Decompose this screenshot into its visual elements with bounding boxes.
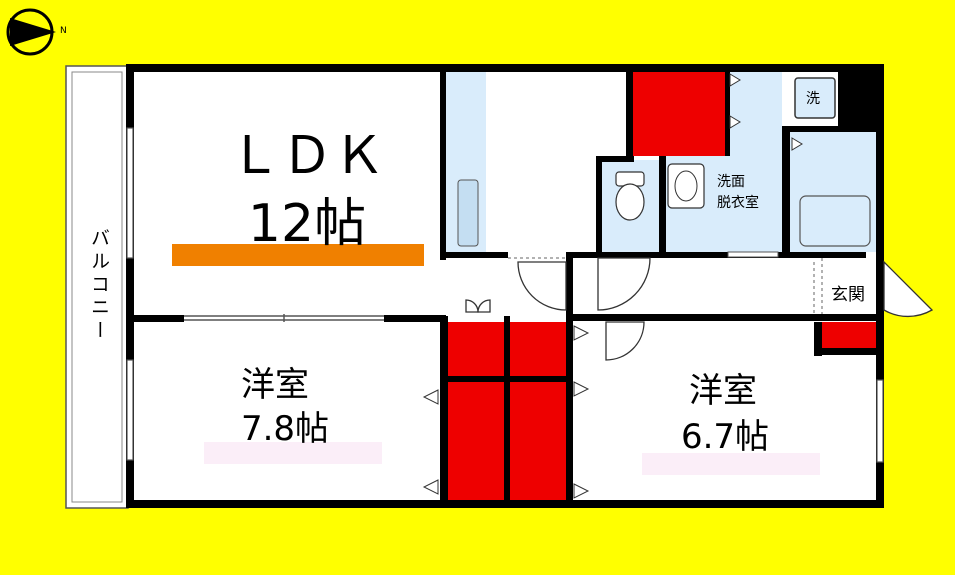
door-toilet[interactable]	[597, 257, 651, 311]
compass-icon	[6, 8, 56, 56]
kitchen-sink	[457, 179, 479, 247]
compass-label: N	[60, 26, 67, 36]
western1-area-bar	[204, 442, 382, 464]
washroom-label-line2: 脱衣室	[717, 195, 759, 211]
door-closet-right[interactable]	[477, 299, 491, 313]
western1-name: 洋室	[241, 365, 309, 405]
closet-3	[448, 382, 504, 500]
closet-2	[510, 322, 566, 376]
bathtub	[799, 195, 871, 247]
washer-space	[794, 77, 836, 119]
entrance-label: 玄関	[831, 285, 865, 305]
window-washroom	[727, 251, 779, 258]
washer-label: 洗	[806, 91, 820, 107]
door-ldk[interactable]	[517, 261, 567, 311]
western2-size: 6.7帖	[680, 417, 770, 457]
sliding-door-ldk-western[interactable]	[184, 314, 384, 322]
western2-name: 洋室	[689, 371, 757, 411]
ldk-size: 12帖	[247, 194, 367, 254]
toilet-bowl	[615, 183, 645, 221]
balcony-label: バルコニー	[88, 228, 110, 343]
shoe-closet	[822, 322, 876, 348]
western2-area-bar	[642, 453, 820, 475]
doors	[465, 257, 934, 361]
washroom-label-line1: 洗面	[717, 174, 745, 190]
windows-balcony	[126, 127, 134, 461]
closet-washroom	[633, 72, 725, 156]
closet-1	[448, 322, 504, 376]
window-right	[876, 379, 884, 463]
ldk-name: ＬＤＫ	[228, 126, 385, 186]
western1-size: 7.8帖	[240, 409, 330, 449]
door-western2[interactable]	[605, 321, 645, 361]
balcony-inner-line	[71, 71, 123, 503]
ldk-area-bar	[172, 244, 424, 266]
closet-4	[510, 382, 566, 500]
closet-door-markers	[422, 73, 803, 499]
dashed-lines	[508, 257, 823, 314]
door-entrance[interactable]	[883, 260, 934, 317]
